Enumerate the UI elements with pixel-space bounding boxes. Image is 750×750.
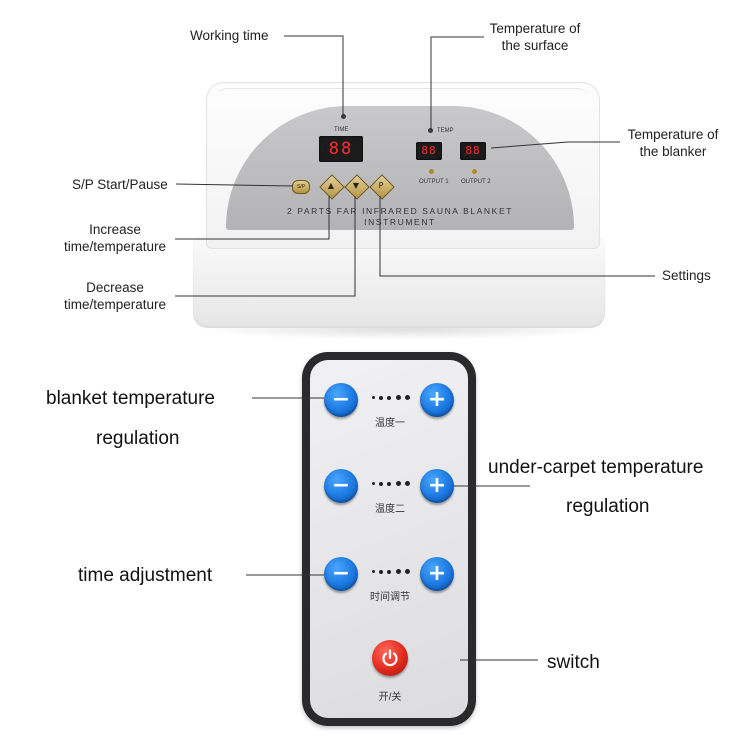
start-pause-button[interactable]: S/P [292, 180, 310, 194]
panel-title-line1: 2 PARTS FAR INFRARED SAUNA BLANKET [286, 206, 514, 216]
time-caption: TIME [334, 127, 349, 133]
callout-decrease-line1: Decrease [86, 280, 144, 295]
callout-blanket-line1: blanket temperature [46, 388, 215, 409]
settings-icon: P [378, 181, 384, 190]
callout-settings: Settings [662, 268, 711, 283]
callout-under-carpet-line2: regulation [566, 496, 650, 517]
callout-decrease-line2: time/temperature [63, 297, 167, 312]
leader-increase [175, 196, 330, 240]
down-arrow-icon: ▼ [352, 181, 360, 190]
callout-blanket-temp-line1: Temperature of [627, 127, 719, 142]
callout-surface-temp-line1: Temperature of [489, 21, 581, 36]
time-minus-button[interactable]: − [324, 557, 358, 591]
output2-jack [472, 169, 477, 174]
surface-temp-display: 88 [416, 142, 442, 160]
row1-level-dots [372, 394, 412, 402]
row3-caption: 时间调节 [370, 592, 410, 603]
callout-blanket-temp-line2: the blanker [639, 144, 707, 159]
leader-blanket-temp [490, 141, 620, 149]
temp-caption: TEMP [437, 128, 454, 134]
power-icon [382, 649, 398, 667]
blanket-temp-plus-button[interactable]: + [420, 383, 454, 417]
callout-time-adjustment: time adjustment [78, 565, 213, 586]
control-unit-front [193, 235, 605, 328]
leader-working-time [284, 35, 344, 118]
under-carpet-temp-minus-button[interactable]: − [324, 469, 358, 503]
row1-caption: 温度一 [375, 418, 405, 429]
time-display: 88 [319, 136, 363, 162]
callout-start-pause: S/P Start/Pause [72, 177, 168, 192]
output1-caption: OUTPUT 1 [419, 179, 449, 185]
leader-decrease [175, 196, 356, 297]
output2-caption: OUTPUT 2 [461, 179, 491, 185]
callout-under-carpet-line1: under-carpet temperature [488, 457, 704, 478]
panel-title-line2: INSTRUMENT [364, 217, 436, 227]
callout-switch: switch [547, 652, 600, 673]
row2-caption: 温度二 [375, 504, 405, 515]
blanket-temp-minus-button[interactable]: − [324, 383, 358, 417]
leader-settings [379, 196, 655, 277]
leader-start-pause [175, 183, 294, 187]
row3-level-dots [372, 568, 412, 576]
output1-jack [429, 169, 434, 174]
power-button[interactable] [372, 640, 408, 676]
up-arrow-icon: ▲ [327, 181, 335, 190]
power-caption: 开/关 [378, 692, 402, 703]
temp-indicator-dot [428, 128, 433, 133]
leader-surface-temp [430, 36, 484, 130]
callout-blanket-line2: regulation [96, 428, 180, 449]
callout-surface-temp-line2: the surface [501, 38, 569, 53]
control-unit-rim [216, 88, 588, 99]
row2-level-dots [372, 480, 412, 488]
callout-increase-line1: Increase [89, 222, 141, 237]
blanket-temp-display: 88 [460, 142, 486, 160]
callout-increase-line2: time/temperature [63, 239, 167, 254]
under-carpet-temp-plus-button[interactable]: + [420, 469, 454, 503]
callout-working-time: Working time [190, 28, 269, 43]
time-plus-button[interactable]: + [420, 557, 454, 591]
